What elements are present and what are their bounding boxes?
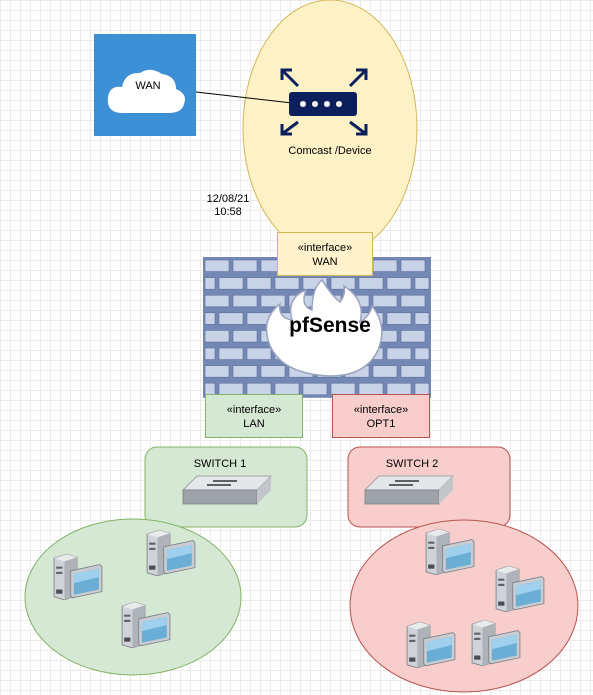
firewall-brick	[204, 365, 230, 378]
opt1-interface-box[interactable]: «interface» OPT1	[332, 394, 430, 438]
firewall-brick	[246, 277, 272, 290]
firewall-brick	[204, 259, 230, 272]
timestamp: 12/08/21 10:58	[196, 193, 260, 219]
firewall-brick	[400, 294, 426, 308]
firewall-brick	[218, 312, 244, 325]
pfsense-label: pfSense	[289, 314, 371, 337]
firewall-brick	[386, 277, 412, 290]
firewall-brick	[260, 365, 286, 378]
wan-interface-name: WAN	[312, 256, 338, 268]
firewall-brick	[372, 294, 398, 308]
router-icon	[280, 68, 368, 136]
timestamp-date: 12/08/21	[206, 193, 250, 205]
firewall-brick	[204, 347, 216, 360]
firewall-brick	[232, 259, 258, 272]
firewall-brick	[414, 277, 430, 290]
firewall-brick	[414, 347, 430, 360]
firewall-brick	[400, 330, 426, 343]
lan-interface-name: LAN	[243, 418, 265, 430]
timestamp-time: 10:58	[214, 206, 242, 218]
isp-device-label: Comcast /Device	[288, 145, 372, 157]
firewall-brick	[218, 277, 244, 290]
firewall-brick	[204, 330, 230, 343]
firewall-brick	[204, 294, 230, 308]
opt1-interface-name: OPT1	[366, 418, 396, 430]
wan-interface-box[interactable]: «interface» WAN	[277, 232, 373, 276]
wan-connector-line	[195, 91, 293, 104]
firewall-brick	[204, 277, 216, 290]
firewall-brick	[218, 347, 244, 360]
firewall-brick	[232, 294, 258, 308]
lan-interface-stereotype: «interface»	[226, 404, 282, 416]
switch-2-icon	[364, 475, 454, 505]
firewall-brick	[246, 347, 272, 360]
firewall-brick	[274, 277, 300, 290]
opt1-interface-stereotype: «interface»	[353, 404, 409, 416]
switch-2-label: SWITCH 2	[385, 458, 439, 470]
firewall-brick	[358, 277, 384, 290]
firewall-brick	[386, 347, 412, 360]
firewall-brick	[232, 365, 258, 378]
firewall-brick	[372, 365, 398, 378]
firewall-brick	[372, 259, 398, 272]
firewall-brick	[414, 312, 430, 325]
firewall-brick	[232, 330, 258, 343]
firewall-brick	[260, 294, 286, 308]
wan-interface-stereotype: «interface»	[297, 242, 353, 254]
lan-interface-box[interactable]: «interface» LAN	[205, 394, 303, 438]
cloud-icon	[107, 69, 185, 113]
fire-icon	[265, 278, 383, 377]
firewall-brick	[302, 382, 328, 396]
firewall-brick	[204, 312, 216, 325]
firewall-brick	[386, 312, 412, 325]
firewall-brick	[400, 259, 426, 272]
wan-cloud-label: WAN	[135, 80, 161, 92]
switch-1-icon	[182, 475, 272, 505]
switch-1-label: SWITCH 1	[193, 458, 247, 470]
firewall-brick	[330, 277, 356, 290]
firewall-brick	[400, 365, 426, 378]
isp-ellipse[interactable]	[242, 0, 418, 257]
